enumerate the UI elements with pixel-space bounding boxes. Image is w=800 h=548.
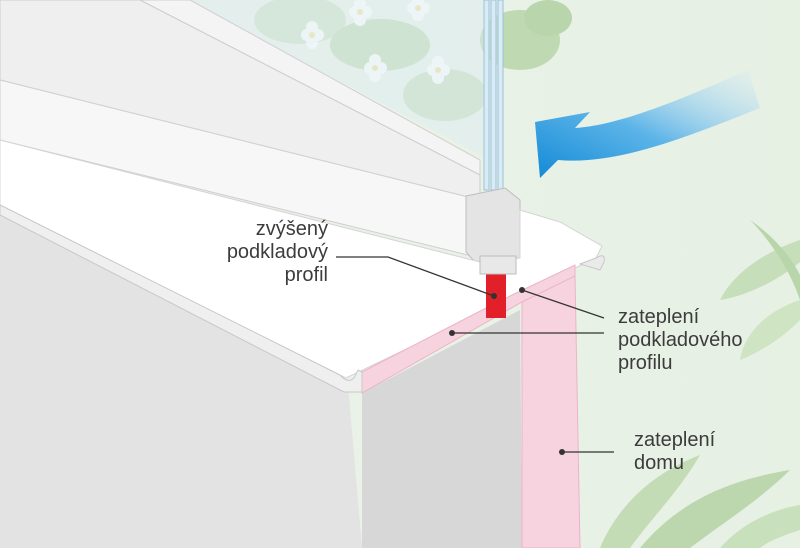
label-house-insulation: zateplení domu [634, 429, 715, 475]
leader-line-profile-insulation-a [521, 289, 605, 319]
leader-dot [519, 287, 525, 293]
flower-icon [301, 21, 324, 49]
label-line: profil [284, 264, 328, 286]
wall-face [0, 212, 362, 548]
leaf-icon [403, 69, 487, 121]
label-line: podkladového [618, 329, 743, 351]
label-line: profilu [618, 352, 673, 374]
glazing-panes [483, 0, 504, 191]
window-glass [185, 0, 500, 175]
leaf-icon [524, 0, 572, 36]
flower-icon [364, 54, 387, 82]
flower-icon [407, 0, 430, 21]
house-insulation [521, 273, 581, 548]
flower-icon [427, 56, 450, 84]
label-line: zvýšený [255, 218, 328, 240]
leader-dot [559, 449, 565, 455]
leaf-icon [750, 220, 800, 300]
window-sill-end-lip [578, 255, 605, 271]
leader-line-raised-profile [336, 256, 495, 297]
leader-dot [491, 293, 497, 299]
wall-inner-face [362, 310, 522, 548]
label-profile-insulation: zateplení podkladového profilu [618, 306, 743, 375]
label-raised-profile: zvýšený podkladový profil [227, 218, 328, 287]
leader-dots [449, 287, 565, 455]
label-line: zateplení [618, 306, 700, 328]
leaf-icon [330, 19, 430, 71]
leaf-icon [740, 300, 800, 360]
leaf-icon [720, 505, 800, 548]
window-sill-nose [0, 204, 363, 393]
leaf-icon [600, 455, 700, 548]
raised-profile-cap [479, 255, 517, 275]
label-line: zateplení [634, 429, 716, 451]
leader-lines [336, 256, 614, 453]
window-frame-end [465, 187, 521, 263]
foliage-bottom-right [600, 220, 800, 548]
leaf-icon [640, 470, 790, 548]
arrow-inward-icon [535, 70, 760, 178]
label-line: domu [634, 452, 685, 474]
flower-icon [349, 0, 372, 26]
leader-dot [449, 330, 455, 336]
window-frame [0, 0, 481, 201]
label-line: podkladový [226, 241, 328, 263]
